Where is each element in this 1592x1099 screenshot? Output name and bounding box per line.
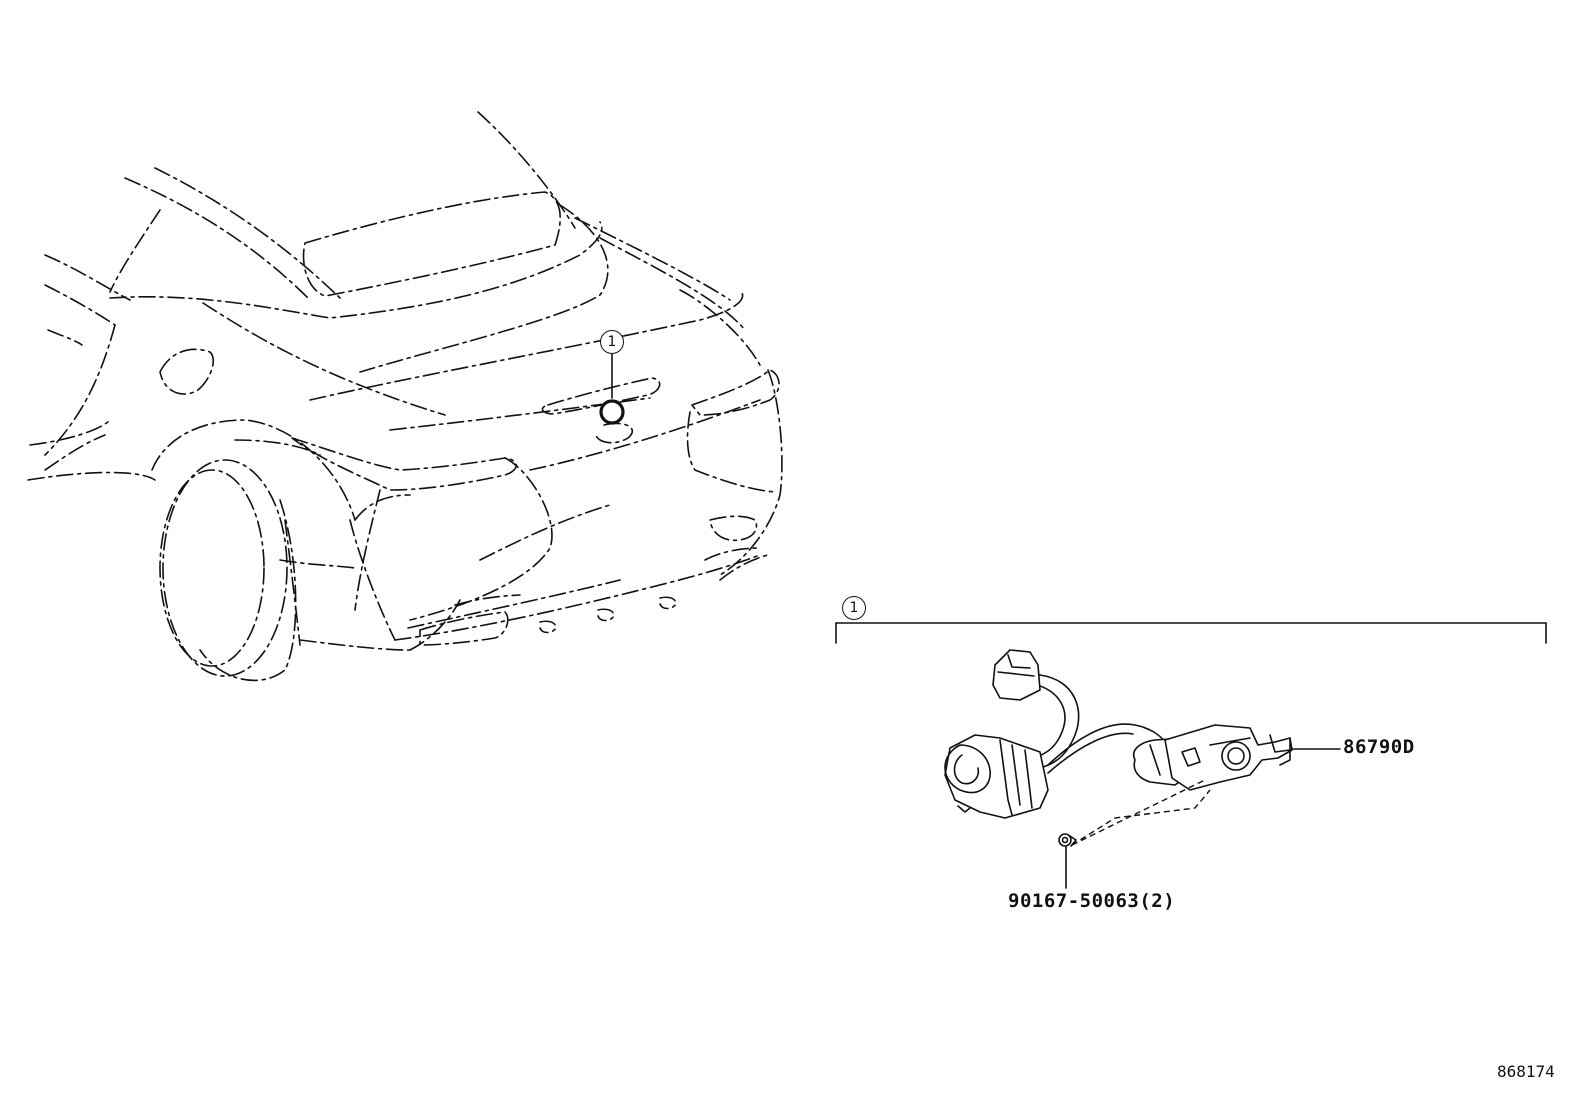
figure-number: 868174 [1497, 1062, 1555, 1081]
camera-assembly-illustration [944, 649, 1293, 846]
callout-leader-on-car [599, 347, 625, 425]
group-marker: 1 [842, 596, 866, 620]
part-number-90167-50063[interactable]: 90167-50063(2) [1008, 890, 1176, 912]
car-rear-illustration [27, 111, 783, 682]
screw-illustration [1058, 833, 1077, 847]
callout-marker-car: 1 [600, 330, 624, 354]
part-group-bracket [835, 622, 1547, 644]
part-number-86790D[interactable]: 86790D [1343, 736, 1415, 758]
camera-location-marker [599, 399, 625, 425]
